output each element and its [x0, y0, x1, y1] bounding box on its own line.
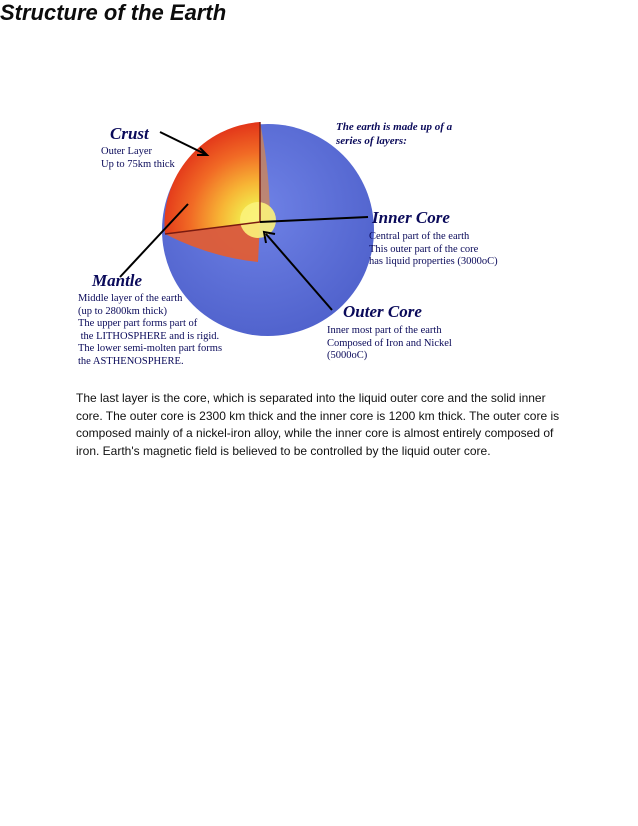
- outer-core-pointer: [265, 233, 333, 311]
- inner-core: [240, 202, 276, 238]
- cutaway-side-face: [260, 122, 270, 222]
- crust-label: Crust: [110, 124, 149, 143]
- inner-core-description: Central part of the earth This outer par…: [369, 231, 498, 267]
- inner-core-label: Inner Core: [372, 208, 450, 227]
- core-paragraph: The last layer is the core, which is sep…: [76, 391, 560, 458]
- crust-pointer: [159, 131, 206, 155]
- outer-core-label: Outer Core: [343, 302, 422, 321]
- cutaway-wedge: [164, 122, 260, 234]
- earth-cutaway-figure: [119, 122, 374, 336]
- mantle-pointer: [119, 203, 189, 278]
- outer-core-description: Inner most part of the earth Composed of…: [327, 325, 452, 361]
- layers-intro: The earth is made up of a series of laye…: [336, 121, 453, 147]
- diagram-title: Structure of the Earth: [0, 0, 227, 25]
- earth-diagram: [70, 72, 510, 377]
- mantle-label: Mantle: [92, 271, 143, 290]
- inner-core-pointer: [259, 216, 369, 223]
- mantle-description: Middle layer of the earth (up to 2800km …: [78, 293, 223, 367]
- cutaway-lower-face: [165, 222, 260, 262]
- crust-description: Outer Layer Up to 75km thick: [101, 146, 175, 170]
